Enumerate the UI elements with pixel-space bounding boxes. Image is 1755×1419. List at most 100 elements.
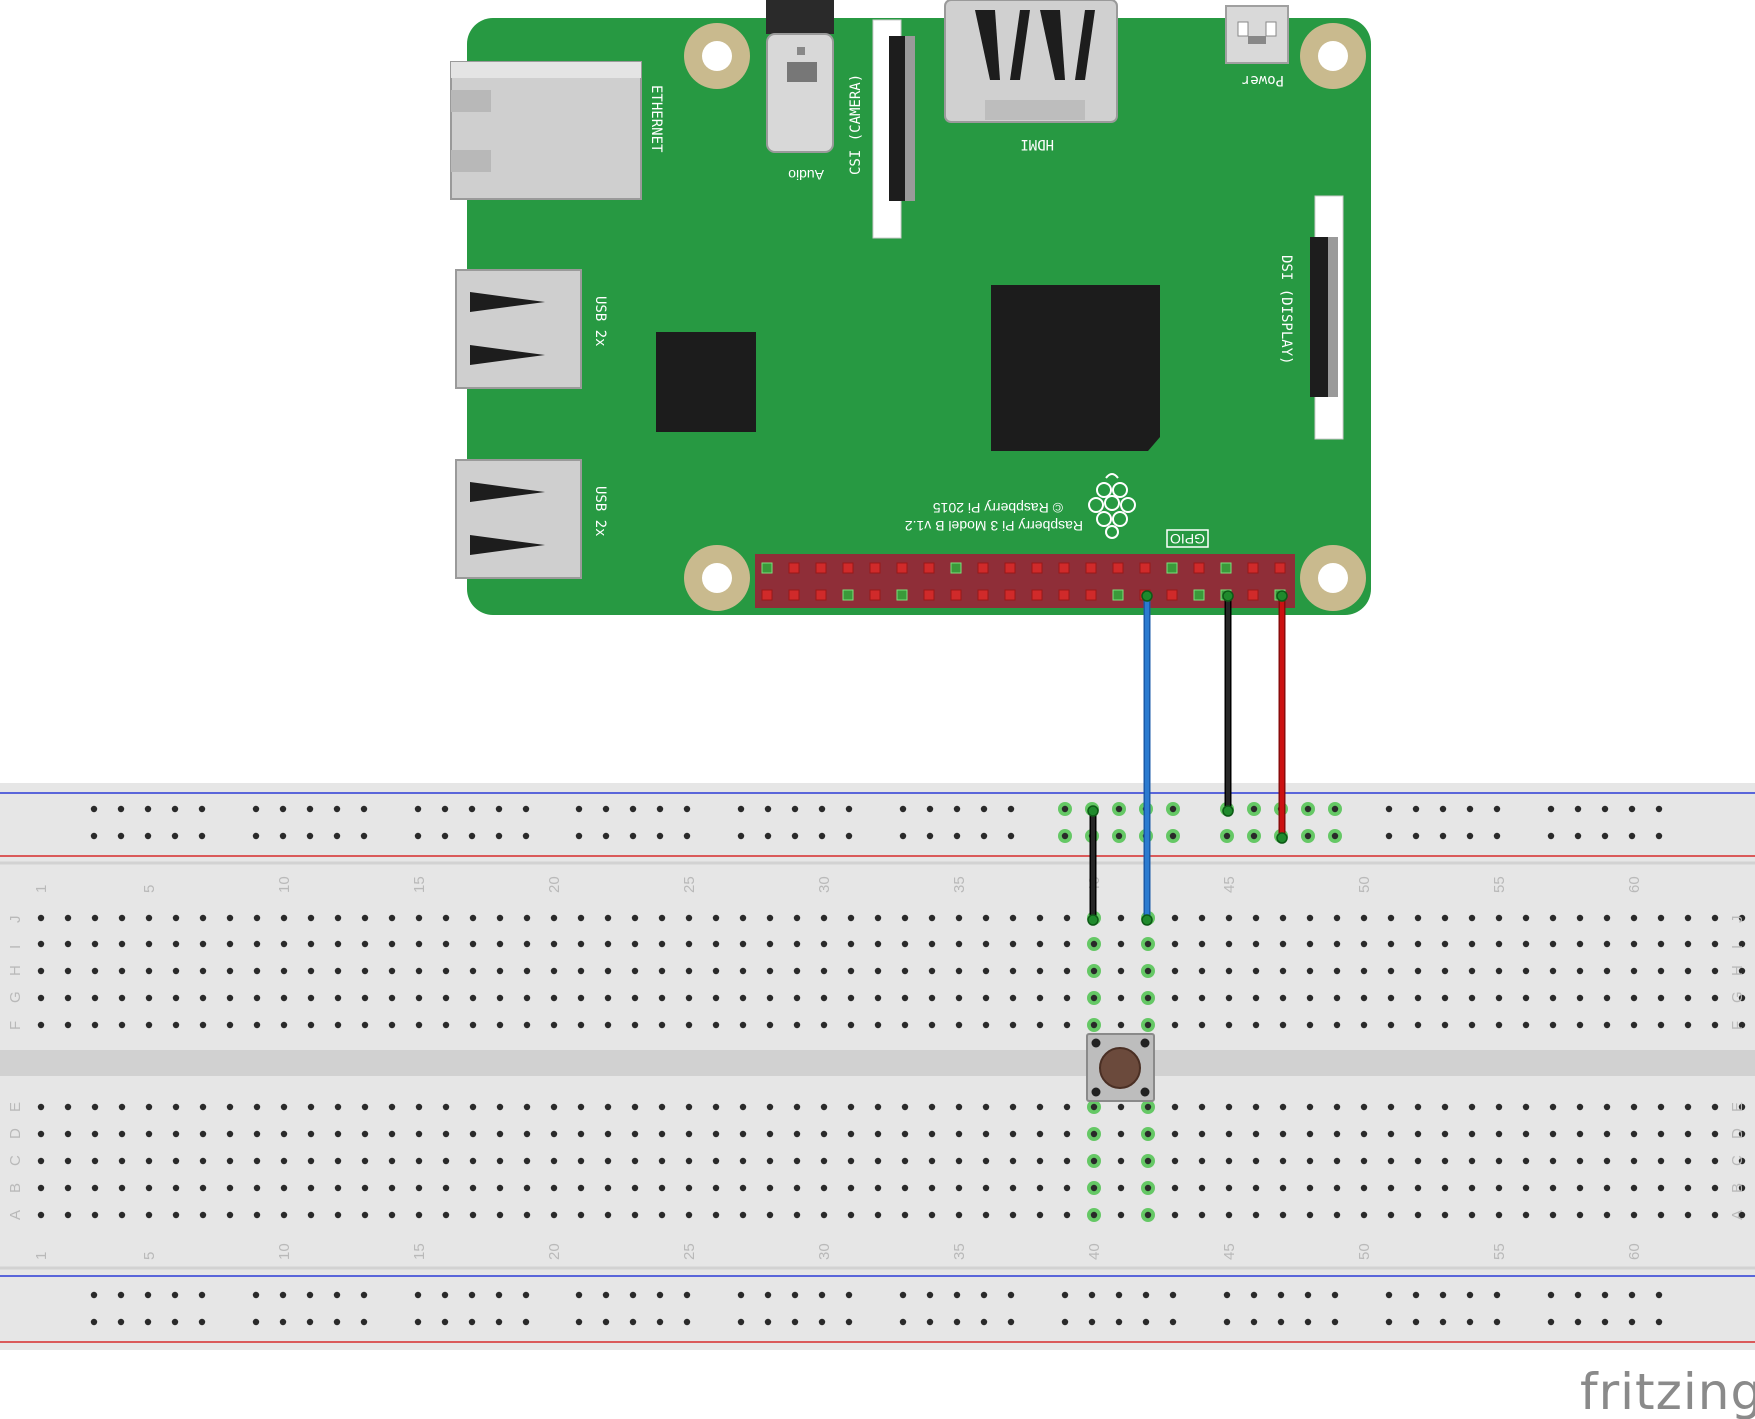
breadboard-hole[interactable] bbox=[1738, 994, 1746, 1002]
breadboard-hole[interactable] bbox=[1036, 914, 1044, 922]
breadboard-hole[interactable] bbox=[1252, 914, 1260, 922]
breadboard-hole[interactable] bbox=[820, 967, 828, 975]
breadboard-hole[interactable] bbox=[1223, 832, 1231, 840]
breadboard-hole[interactable] bbox=[306, 805, 314, 813]
breadboard-hole[interactable] bbox=[1738, 914, 1746, 922]
breadboard-hole[interactable] bbox=[820, 914, 828, 922]
breadboard-hole[interactable] bbox=[577, 940, 585, 948]
breadboard-hole[interactable] bbox=[1576, 1021, 1584, 1029]
breadboard-hole[interactable] bbox=[1495, 1184, 1503, 1192]
breadboard-hole[interactable] bbox=[1576, 1211, 1584, 1219]
breadboard-hole[interactable] bbox=[90, 1318, 98, 1326]
breadboard-hole[interactable] bbox=[64, 1184, 72, 1192]
breadboard-hole[interactable] bbox=[1601, 1291, 1609, 1299]
breadboard-hole[interactable] bbox=[360, 1318, 368, 1326]
breadboard-hole[interactable] bbox=[955, 1021, 963, 1029]
breadboard-hole[interactable] bbox=[1711, 1103, 1719, 1111]
breadboard-hole[interactable] bbox=[1657, 1157, 1665, 1165]
breadboard-hole[interactable] bbox=[91, 994, 99, 1002]
breadboard-hole[interactable] bbox=[523, 967, 531, 975]
breadboard-hole[interactable] bbox=[1252, 1157, 1260, 1165]
breadboard-hole[interactable] bbox=[415, 940, 423, 948]
breadboard-hole[interactable] bbox=[37, 1184, 45, 1192]
breadboard-hole[interactable] bbox=[1603, 967, 1611, 975]
breadboard-hole[interactable] bbox=[469, 1130, 477, 1138]
breadboard-hole[interactable] bbox=[1360, 940, 1368, 948]
breadboard-hole[interactable] bbox=[577, 1184, 585, 1192]
breadboard-hole[interactable] bbox=[1007, 1318, 1015, 1326]
breadboard-hole[interactable] bbox=[469, 940, 477, 948]
breadboard-hole[interactable] bbox=[1495, 967, 1503, 975]
breadboard-hole[interactable] bbox=[118, 994, 126, 1002]
breadboard-hole[interactable] bbox=[658, 1211, 666, 1219]
breadboard-hole[interactable] bbox=[1711, 1130, 1719, 1138]
breadboard-hole[interactable] bbox=[953, 805, 961, 813]
breadboard-hole[interactable] bbox=[1279, 940, 1287, 948]
breadboard-hole[interactable] bbox=[1630, 914, 1638, 922]
breadboard-hole[interactable] bbox=[37, 967, 45, 975]
breadboard-hole[interactable] bbox=[1655, 1318, 1663, 1326]
breadboard-hole[interactable] bbox=[496, 1021, 504, 1029]
breadboard-hole[interactable] bbox=[955, 1184, 963, 1192]
breadboard-hole[interactable] bbox=[1655, 1291, 1663, 1299]
breadboard-hole[interactable] bbox=[1603, 1021, 1611, 1029]
breadboard-hole[interactable] bbox=[1468, 1157, 1476, 1165]
breadboard-hole[interactable] bbox=[307, 1103, 315, 1111]
breadboard-hole[interactable] bbox=[793, 967, 801, 975]
breadboard-hole[interactable] bbox=[629, 1291, 637, 1299]
breadboard-hole[interactable] bbox=[91, 1211, 99, 1219]
breadboard-hole[interactable] bbox=[955, 914, 963, 922]
breadboard-hole[interactable] bbox=[1630, 1021, 1638, 1029]
breadboard-hole[interactable] bbox=[631, 1211, 639, 1219]
breadboard-hole[interactable] bbox=[874, 1157, 882, 1165]
breadboard-hole[interactable] bbox=[1738, 1211, 1746, 1219]
breadboard-hole[interactable] bbox=[1333, 1157, 1341, 1165]
breadboard-hole[interactable] bbox=[577, 967, 585, 975]
breadboard-hole[interactable] bbox=[1657, 1211, 1665, 1219]
breadboard-hole[interactable] bbox=[1063, 1103, 1071, 1111]
breadboard-hole[interactable] bbox=[1684, 940, 1692, 948]
breadboard-hole[interactable] bbox=[1576, 967, 1584, 975]
breadboard-hole[interactable] bbox=[791, 1291, 799, 1299]
breadboard-hole[interactable] bbox=[1684, 1103, 1692, 1111]
breadboard-hole[interactable] bbox=[306, 1291, 314, 1299]
breadboard-hole[interactable] bbox=[1090, 967, 1098, 975]
breadboard-hole[interactable] bbox=[1144, 940, 1152, 948]
breadboard-hole[interactable] bbox=[360, 1291, 368, 1299]
breadboard-hole[interactable] bbox=[982, 1184, 990, 1192]
breadboard-hole[interactable] bbox=[441, 1291, 449, 1299]
breadboard-hole[interactable] bbox=[656, 805, 664, 813]
breadboard-hole[interactable] bbox=[683, 832, 691, 840]
breadboard-hole[interactable] bbox=[333, 1291, 341, 1299]
breadboard-hole[interactable] bbox=[899, 1318, 907, 1326]
breadboard-hole[interactable] bbox=[333, 832, 341, 840]
breadboard-hole[interactable] bbox=[172, 1157, 180, 1165]
breadboard-hole[interactable] bbox=[818, 832, 826, 840]
breadboard-hole[interactable] bbox=[766, 994, 774, 1002]
breadboard-hole[interactable] bbox=[361, 1021, 369, 1029]
breadboard-hole[interactable] bbox=[199, 1157, 207, 1165]
breadboard-hole[interactable] bbox=[712, 1211, 720, 1219]
breadboard-hole[interactable] bbox=[712, 914, 720, 922]
breadboard-hole[interactable] bbox=[955, 1130, 963, 1138]
breadboard-hole[interactable] bbox=[712, 1157, 720, 1165]
breadboard-hole[interactable] bbox=[1252, 994, 1260, 1002]
breadboard-hole[interactable] bbox=[226, 994, 234, 1002]
breadboard-hole[interactable] bbox=[117, 1291, 125, 1299]
breadboard-hole[interactable] bbox=[793, 914, 801, 922]
breadboard-hole[interactable] bbox=[847, 940, 855, 948]
breadboard-hole[interactable] bbox=[523, 1130, 531, 1138]
breadboard-hole[interactable] bbox=[414, 805, 422, 813]
breadboard-hole[interactable] bbox=[441, 832, 449, 840]
breadboard-hole[interactable] bbox=[64, 1103, 72, 1111]
breadboard-hole[interactable] bbox=[604, 1211, 612, 1219]
breadboard-hole[interactable] bbox=[899, 805, 907, 813]
breadboard-hole[interactable] bbox=[145, 1157, 153, 1165]
breadboard-hole[interactable] bbox=[847, 1021, 855, 1029]
breadboard-hole[interactable] bbox=[575, 1318, 583, 1326]
breadboard-hole[interactable] bbox=[1142, 1318, 1150, 1326]
breadboard-hole[interactable] bbox=[847, 994, 855, 1002]
breadboard-hole[interactable] bbox=[629, 1318, 637, 1326]
breadboard-hole[interactable] bbox=[442, 967, 450, 975]
breadboard-hole[interactable] bbox=[1144, 1103, 1152, 1111]
